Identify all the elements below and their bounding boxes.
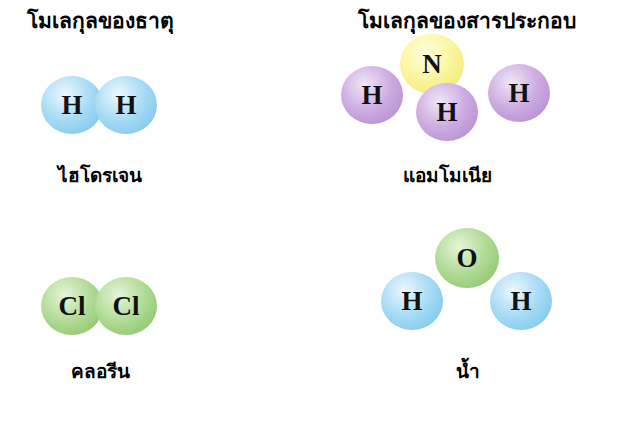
molecule-name: แอมโมเนีย — [403, 160, 492, 190]
column-heading: โมเลกุลของธาตุ — [27, 4, 174, 37]
atom-symbol: H — [61, 92, 82, 119]
atom-sphere: H — [381, 272, 443, 330]
atom-symbol: Cl — [59, 293, 86, 320]
molecule-name: คลอรีน — [71, 356, 130, 386]
atom-symbol: O — [456, 245, 477, 272]
atom-sphere: H — [490, 272, 552, 330]
molecule-name: ไฮโดรเจน — [58, 160, 142, 190]
atom-symbol: H — [361, 82, 382, 109]
atom-symbol: H — [115, 92, 136, 119]
atom-symbol: Cl — [113, 293, 140, 320]
atom-symbol: H — [436, 99, 457, 126]
atom-symbol: N — [422, 51, 442, 78]
column-heading: โมเลกุลของสารประกอบ — [358, 4, 576, 37]
atom-sphere: H — [95, 76, 157, 134]
atom-sphere: Cl — [95, 277, 157, 335]
atom-sphere: H — [416, 83, 478, 141]
atom-symbol: H — [401, 288, 422, 315]
atom-sphere: H — [341, 66, 403, 124]
atom-sphere: H — [41, 76, 103, 134]
atom-symbol: H — [510, 288, 531, 315]
atom-sphere: Cl — [41, 277, 103, 335]
molecule-name: น้ำ — [456, 356, 480, 386]
atom-sphere: H — [488, 64, 550, 122]
atom-sphere: O — [435, 228, 499, 288]
atom-symbol: H — [508, 80, 529, 107]
